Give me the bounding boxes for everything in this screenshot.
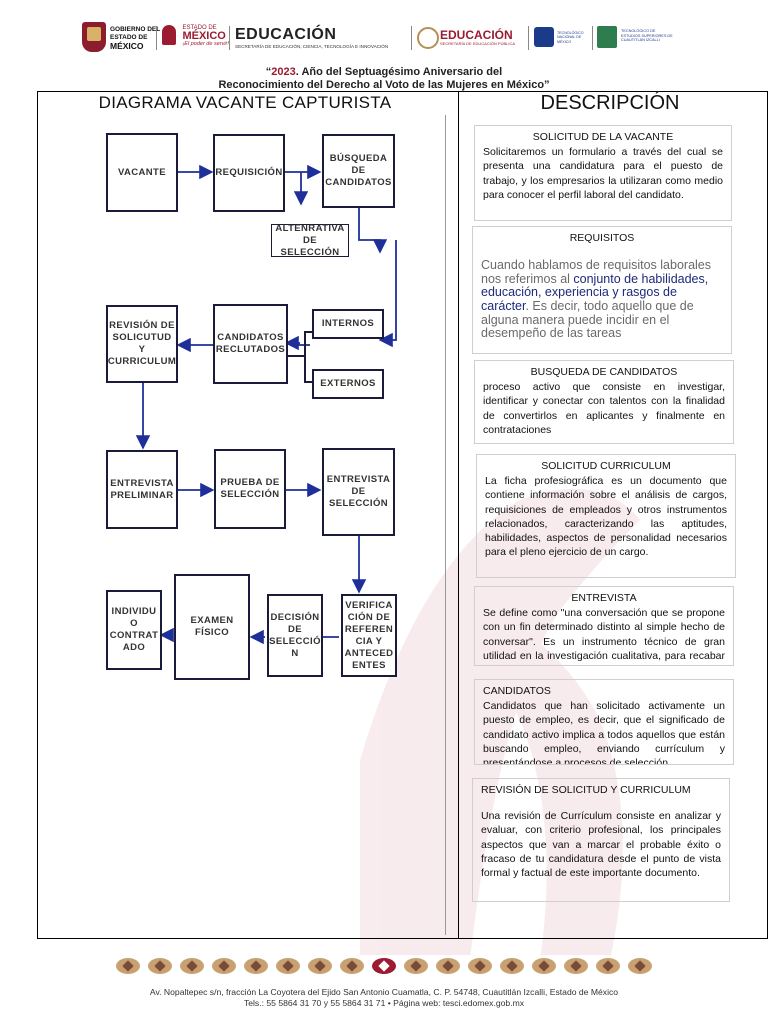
desc-solicitud-curriculum: SOLICITUD CURRICULUM La ficha profesiogr…	[476, 454, 736, 578]
box-busqueda-candidatos: BÚSQUEDA DE CANDIDATOS	[322, 134, 395, 208]
box-alternativa-seleccion: ALTENRATIVA DE SELECCIÓN	[271, 224, 349, 257]
desc-text: Solicitaremos un formulario a través del…	[483, 145, 723, 202]
desc-candidatos: CANDIDATOS Candidatos que han solicitado…	[474, 679, 734, 765]
desc-title: ENTREVISTA	[483, 591, 725, 605]
footer-address: Av. Nopaltepec s/n, fracción La Coyotera…	[0, 987, 768, 1009]
desc-text: Cuando hablamos de requisitos laborales …	[481, 259, 723, 341]
box-candidatos-reclutados: CANDIDATOS RECLUTADOS	[213, 304, 288, 384]
box-entrevista-preliminar: ENTREVISTA PRELIMINAR	[106, 450, 178, 529]
desc-text: proceso activo que consiste en investiga…	[483, 380, 725, 437]
box-prueba-seleccion: PRUEBA DE SELECCIÓN	[214, 449, 286, 529]
box-entrevista-seleccion: ENTREVISTA DE SELECCIÓN	[322, 448, 395, 536]
box-requisicion: REQUISICIÓN	[213, 134, 285, 212]
box-externos: EXTERNOS	[312, 369, 384, 399]
desc-text: La ficha profesiográfica es un documento…	[485, 474, 727, 559]
box-revision-solicitud: REVISIÓN DE SOLICUTUD Y CURRICULUM	[106, 305, 178, 383]
desc-text: Una revisión de Currículum consiste en a…	[481, 809, 721, 880]
desc-title: SOLICITUD DE LA VACANTE	[483, 130, 723, 144]
desc-solicitud-vacante: SOLICITUD DE LA VACANTE Solicitaremos un…	[474, 125, 732, 221]
desc-busqueda-candidatos: BUSQUEDA DE CANDIDATOS proceso activo qu…	[474, 360, 734, 444]
box-examen-fisico: EXAMEN FÍSICO	[174, 574, 250, 680]
footer-ornament	[112, 955, 656, 977]
box-decision-seleccion: DECISIÓN DE SELECCIÓ N	[267, 594, 323, 677]
desc-title: REVISIÓN DE SOLICITUD Y CURRICULUM	[481, 783, 721, 797]
box-individuo-contratado: INDIVIDU O CONTRAT ADO	[106, 590, 162, 670]
desc-entrevista: ENTREVISTA Se define como "una conversac…	[474, 586, 734, 666]
box-vacante: VACANTE	[106, 133, 178, 212]
desc-title: CANDIDATOS	[483, 684, 725, 698]
desc-requisitos: REQUISITOS Cuando hablamos de requisitos…	[472, 226, 732, 354]
desc-text: Se define como "una conversación que se …	[483, 606, 725, 666]
desc-title: REQUISITOS	[481, 231, 723, 245]
box-verificacion-referencias: VERIFICA CIÓN DE REFEREN CIA Y ANTECED E…	[341, 594, 397, 677]
box-internos: INTERNOS	[312, 309, 384, 339]
desc-revision-solicitud: REVISIÓN DE SOLICITUD Y CURRICULUM Una r…	[472, 778, 730, 902]
desc-text: Candidatos que han solicitado activament…	[483, 699, 725, 765]
desc-title: SOLICITUD CURRICULUM	[485, 459, 727, 473]
desc-title: BUSQUEDA DE CANDIDATOS	[483, 365, 725, 379]
